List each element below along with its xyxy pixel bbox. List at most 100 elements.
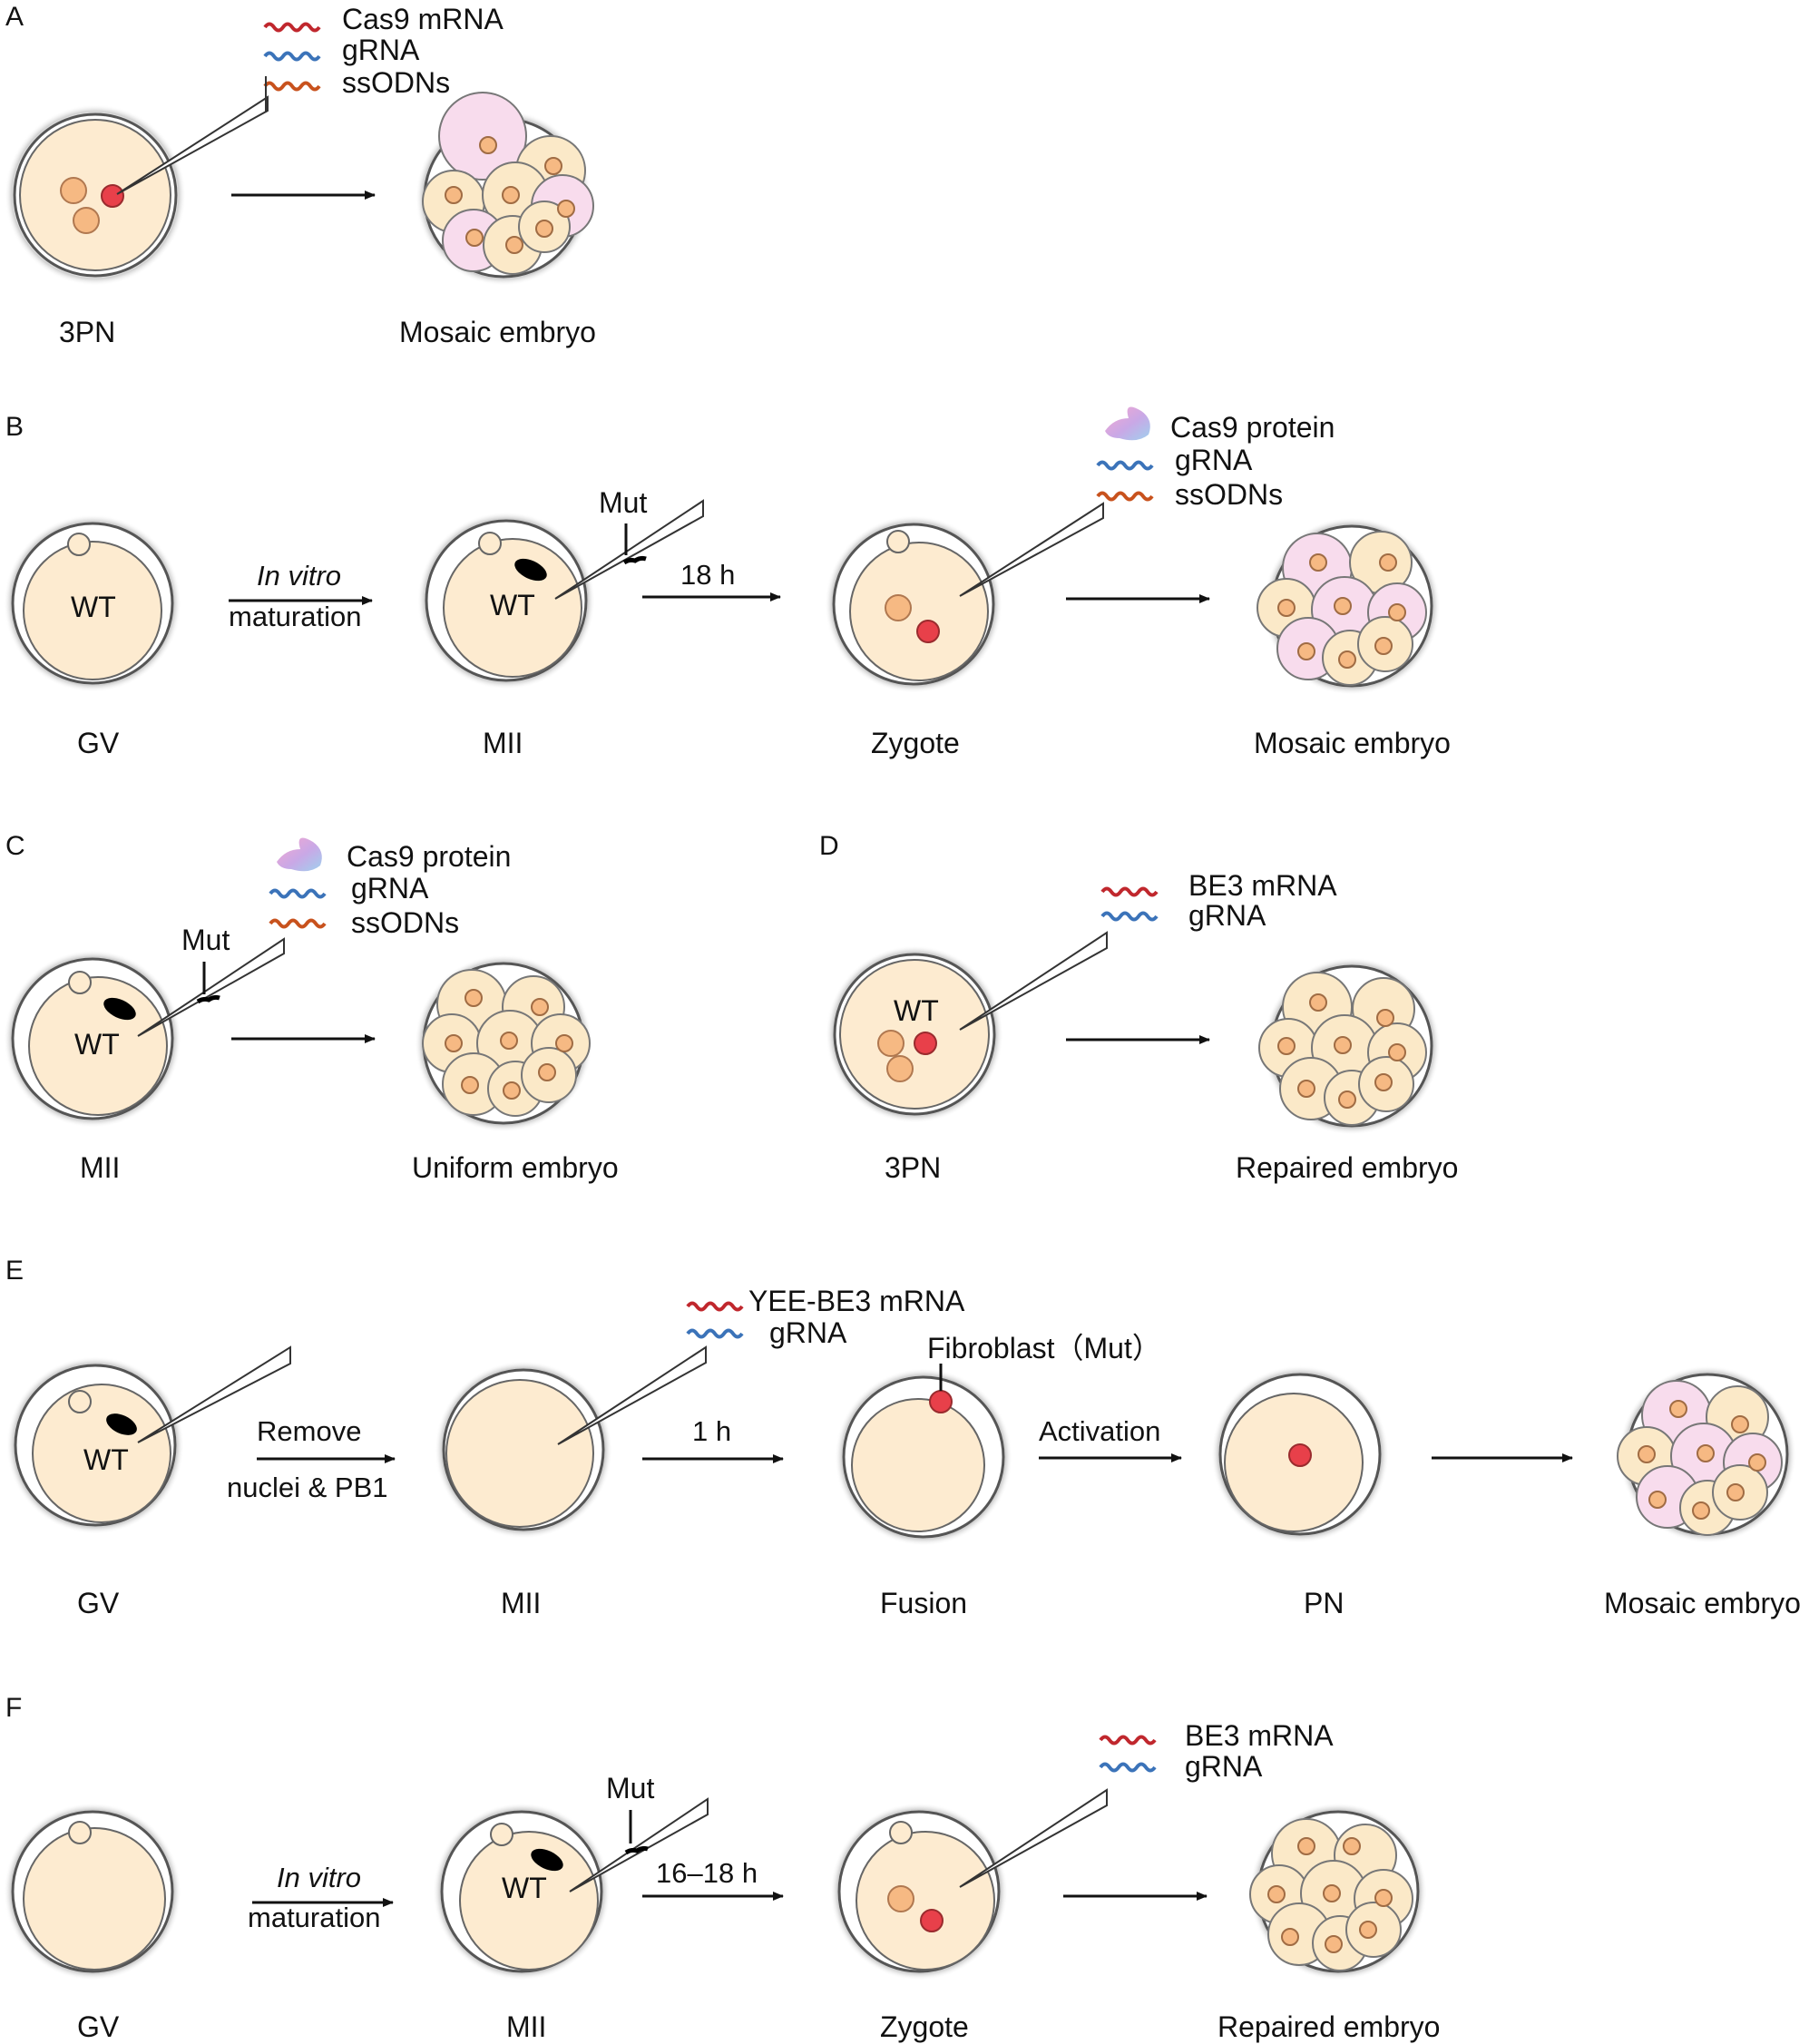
zygote-cell [825, 515, 1002, 693]
panel-e: E YEE-BE3 mRNA gRNA WT Remove nuclei & P… [5, 1256, 1801, 1619]
grna-wave-icon [1096, 460, 1154, 471]
arrow-label: 1 h [692, 1415, 731, 1447]
gv-oocyte-cell [4, 1803, 181, 1980]
stage-label: 3PN [59, 316, 115, 348]
polar-body [68, 971, 92, 994]
reagent-label: gRNA [1175, 444, 1253, 476]
red-pronucleus [1288, 1443, 1312, 1467]
stage-label: Zygote [871, 727, 960, 759]
fibroblast-icon [929, 1390, 953, 1413]
reagent-label: Cas9 mRNA [342, 3, 504, 35]
polar-body [886, 530, 910, 553]
micropipette-icon [116, 76, 269, 195]
wt-label: WT [71, 591, 116, 623]
panel-a: A Cas9 mRNA gRNA ssODNs [5, 2, 596, 348]
mii-oocyte-cell: WT [433, 1803, 611, 1980]
pronucleus [887, 1885, 914, 1912]
mut-label: Mut [599, 486, 647, 519]
pronucleus [885, 594, 912, 621]
stage-label: MII [501, 1587, 541, 1619]
red-pronucleus [914, 1032, 937, 1055]
red-pronucleus [920, 1909, 944, 1932]
wt-label: WT [490, 589, 535, 621]
micropipette-icon [959, 1788, 1108, 1888]
grna-wave-icon [269, 888, 327, 899]
panel-a-letter: A [5, 2, 24, 32]
reagent-legend-c: Cas9 protein gRNA ssODNs [269, 837, 511, 939]
mosaic-embryo-cell [416, 92, 594, 286]
polar-body [67, 533, 91, 556]
spindle-icon [531, 1848, 563, 1872]
uniform-embryo-cell [415, 954, 592, 1132]
panel-b-letter: B [5, 412, 24, 442]
ssodn-wave-icon [269, 918, 327, 929]
grna-wave-icon [263, 51, 321, 62]
mut-label: Mut [181, 924, 230, 956]
mrna-wave-icon [1099, 1735, 1157, 1746]
stage-label: Uniform embryo [412, 1151, 619, 1184]
reagent-label: BE3 mRNA [1185, 1719, 1334, 1752]
pronucleus [877, 1030, 904, 1057]
ssodn-wave-icon [263, 81, 321, 92]
pronucleus [60, 177, 87, 204]
spindle-icon [514, 558, 547, 582]
grna-wave-icon [1099, 1762, 1157, 1773]
arrow-label: Activation [1039, 1415, 1160, 1447]
panel-c: C Cas9 protein gRNA ssODNs WT Mut [4, 831, 619, 1184]
arrow-label: In vitro [277, 1862, 361, 1893]
reagent-label: gRNA [769, 1316, 847, 1349]
zygote-3pn-cell: WT [826, 945, 1003, 1123]
arrow-label: maturation [248, 1902, 380, 1933]
red-pronucleus [916, 620, 940, 643]
micropipette-icon [569, 1797, 709, 1892]
panel-e-letter: E [5, 1256, 24, 1286]
reagent-label: gRNA [1188, 899, 1266, 932]
stage-label: Repaired embryo [1236, 1151, 1458, 1184]
repaired-embryo-cell [1258, 957, 1441, 1135]
reagent-label: YEE-BE3 mRNA [748, 1285, 965, 1317]
reagent-legend-d: BE3 mRNA gRNA [1100, 869, 1337, 932]
polar-body [478, 532, 502, 555]
arrow-label: maturation [229, 601, 361, 632]
cas9-protein-icon [1105, 406, 1150, 441]
cas9-protein-icon [277, 837, 322, 872]
mrna-wave-icon [686, 1301, 744, 1312]
stage-label: MII [483, 727, 523, 759]
stage-label: Repaired embryo [1217, 2010, 1440, 2043]
micropipette-icon [557, 1345, 707, 1445]
stage-label: Fusion [880, 1587, 967, 1619]
zygote-cell [830, 1803, 1008, 1980]
arrow-label: Remove [257, 1415, 361, 1447]
spindle-icon [103, 997, 136, 1021]
wt-label: WT [894, 994, 939, 1027]
stage-label: MII [506, 2010, 546, 2043]
fusion-cell [835, 1368, 1012, 1546]
stage-label: 3PN [885, 1151, 941, 1184]
stage-label: Mosaic embryo [1604, 1587, 1801, 1619]
panel-b: B Cas9 protein gRNA ssODNs WT In vitro m… [4, 406, 1451, 759]
stage-label: MII [80, 1151, 120, 1184]
reagent-label: ssODNs [1175, 478, 1283, 511]
arrow-label: 18 h [680, 559, 735, 591]
panel-f: F BE3 mRNA gRNA In vitro maturation WT [4, 1693, 1440, 2043]
mosaic-embryo-cell [1257, 517, 1441, 695]
spindle-icon [106, 1413, 137, 1435]
micropipette-icon [959, 502, 1104, 597]
ssodn-wave-icon [1096, 491, 1154, 502]
panel-c-letter: C [5, 831, 25, 861]
stage-label: PN [1304, 1587, 1344, 1619]
polar-body [68, 1390, 92, 1413]
reagent-label: gRNA [1185, 1750, 1263, 1783]
panel-d-letter: D [819, 831, 839, 861]
gv-oocyte-cell: WT [6, 1356, 184, 1534]
wt-label: WT [83, 1443, 129, 1476]
stage-label: Zygote [880, 2010, 969, 2043]
grna-wave-icon [686, 1328, 744, 1339]
micropipette-icon [959, 931, 1108, 1031]
reagent-label: gRNA [342, 34, 420, 66]
arrow-label: nuclei & PB1 [227, 1472, 388, 1503]
micropipette-icon [137, 937, 285, 1037]
mrna-wave-icon [1100, 886, 1159, 897]
reagent-label: gRNA [351, 872, 429, 905]
